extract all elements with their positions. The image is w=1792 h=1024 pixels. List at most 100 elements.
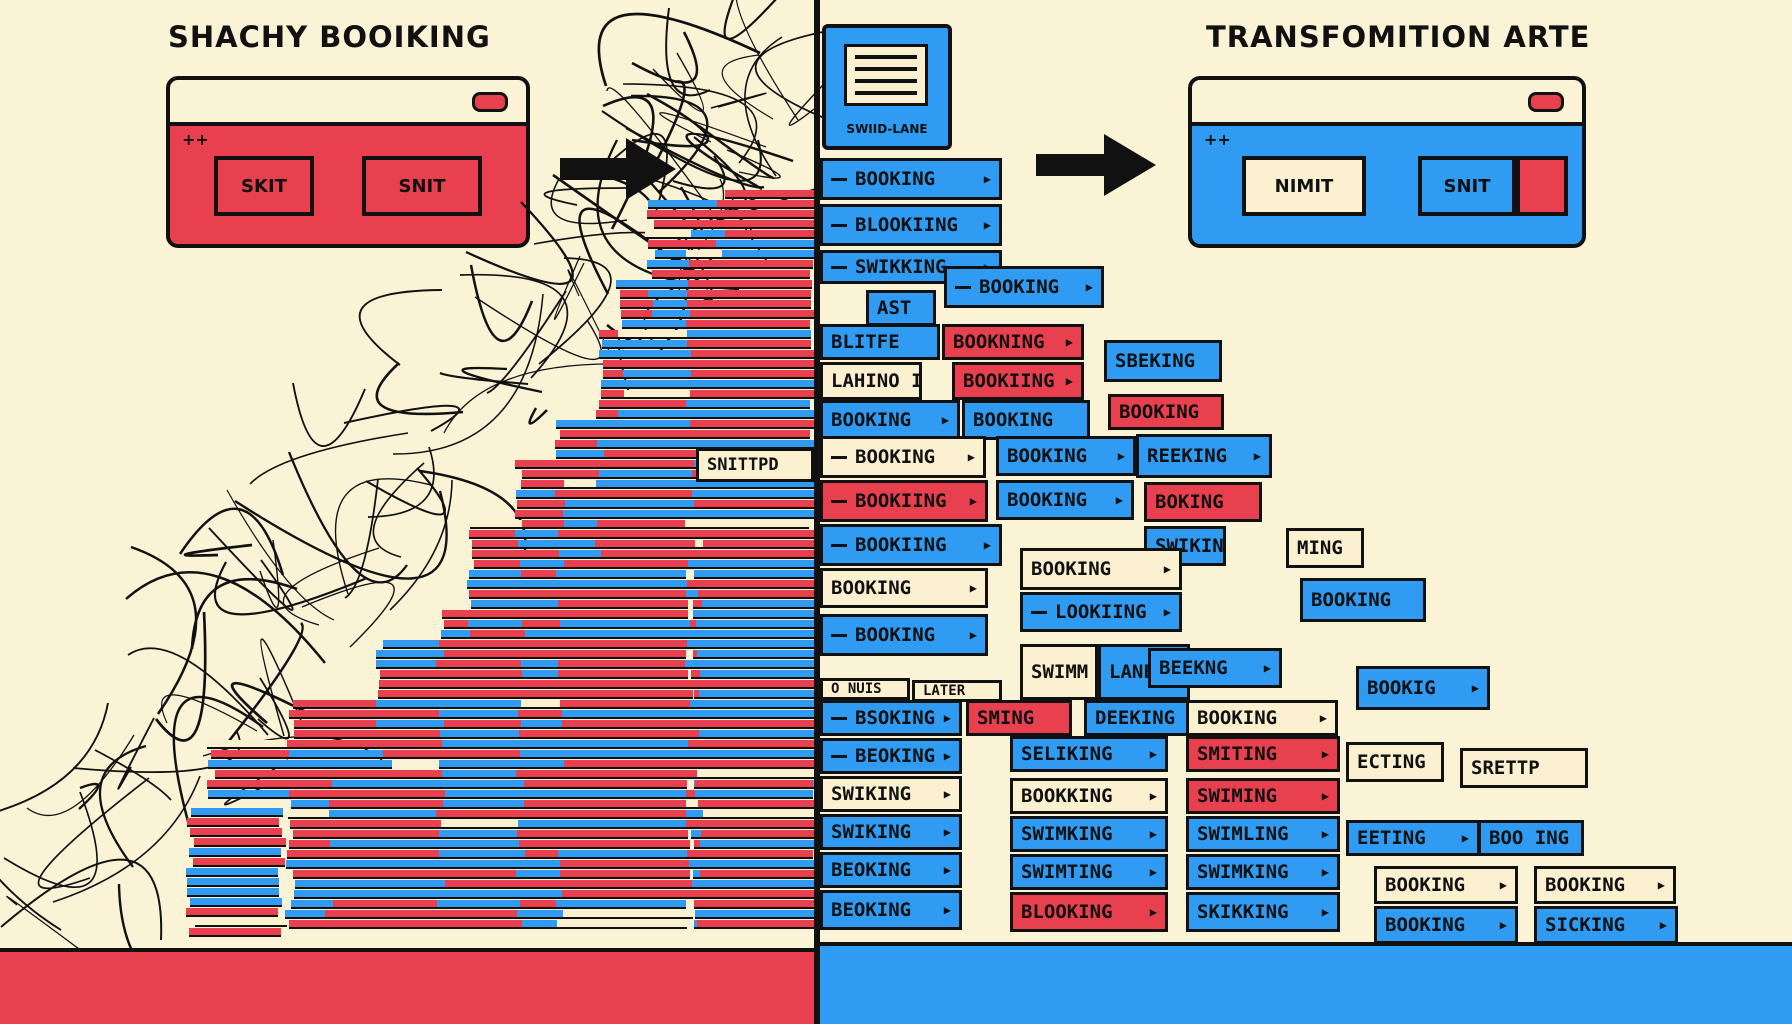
left-window-button-2[interactable]: SNIT [362, 156, 482, 216]
scribble-line [52, 775, 201, 903]
scribble-line [172, 695, 264, 826]
pile-stripe [698, 800, 816, 809]
pile-stripe [439, 830, 529, 839]
chevron-right-icon: ▶ [943, 825, 951, 839]
pile-stripe [722, 250, 820, 259]
pile-stripe [439, 640, 529, 649]
pile-stripe [187, 888, 279, 897]
pile-stripe [379, 740, 479, 749]
pile-stripe [442, 740, 532, 749]
plus-icon: ++ [182, 130, 209, 149]
scribble-line [0, 878, 62, 931]
booking-block: SWIMING▶ [1186, 778, 1340, 814]
left-window-button-1[interactable]: SKIT [214, 156, 314, 216]
pile-stripe [722, 210, 820, 219]
scribble-line [213, 561, 368, 616]
pile-stripe [186, 868, 278, 877]
booking-block: BLOOKING▶ [1010, 892, 1168, 932]
pile-stripe [562, 800, 692, 809]
pile-stripe [556, 570, 686, 579]
pile-stripe [563, 690, 693, 699]
scribble-line [654, 80, 686, 163]
scribble-line [528, 407, 548, 425]
block-label: AST [877, 297, 912, 319]
pile-stripe [289, 710, 389, 719]
chevron-right-icon: ▶ [1253, 449, 1261, 463]
scribble-line [154, 611, 207, 742]
pile-stripe [327, 870, 447, 879]
booking-block: AST [866, 290, 936, 326]
pile-stripe [380, 670, 480, 679]
pile-stripe [704, 750, 822, 759]
pile-stripe [562, 720, 692, 729]
pile-stripe [615, 350, 715, 359]
right-window-button-2[interactable]: SNIT [1418, 156, 1516, 216]
pile-stripe [443, 800, 533, 809]
pile-stripe [558, 740, 688, 749]
pile-stripe [692, 490, 816, 499]
pile-stripe [695, 780, 813, 789]
window-control-icon [472, 92, 508, 112]
block-label: BOOKING [855, 168, 936, 190]
chevron-right-icon: ▶ [1321, 747, 1329, 761]
block-label: SMITING [1197, 743, 1278, 765]
block-label: SWIMKING [1197, 861, 1289, 883]
header-card-label: SWIID-LANE [846, 122, 928, 136]
scribble-line [334, 478, 432, 595]
pile-stripe [595, 490, 705, 499]
scribble-line [178, 507, 285, 576]
pile-stripe [698, 710, 816, 719]
scribble-line [3, 791, 98, 889]
booking-block: SICKING▶ [1534, 906, 1678, 944]
block-label: BOOKKING [1021, 785, 1113, 807]
pile-stripe [376, 720, 476, 729]
chevron-right-icon: ▶ [943, 787, 951, 801]
booking-block: LATER [912, 680, 1002, 702]
chevron-right-icon: ▶ [943, 903, 951, 917]
block-label: LOOKIING [1055, 601, 1147, 623]
block-label: O NUIS [831, 681, 882, 697]
pile-stripe [445, 880, 535, 889]
booking-block: BOOKING▶ [820, 158, 1002, 200]
chevron-right-icon: ▶ [1065, 335, 1073, 349]
dash-icon [831, 754, 847, 758]
block-label: BLOOKIING [855, 214, 958, 236]
scribble-line [550, 178, 628, 225]
chevron-right-icon: ▶ [1085, 280, 1093, 294]
pile-stripe [383, 640, 483, 649]
block-label: BOOKIING [963, 370, 1055, 392]
pile-stripe [558, 850, 688, 859]
chevron-right-icon: ▶ [1117, 449, 1125, 463]
pile-stripe [379, 680, 479, 689]
pile-stripe [443, 840, 533, 849]
booking-block: BEOKING▶ [820, 890, 962, 930]
block-label: SWIMTING [1021, 861, 1113, 883]
chevron-right-icon: ▶ [1163, 605, 1171, 619]
pile-stripe [445, 750, 535, 759]
pile-stripe [690, 420, 814, 429]
booking-block: BOOKIING▶ [820, 480, 988, 522]
left-arrow-icon [560, 138, 676, 200]
scribble-line [161, 694, 258, 732]
block-label: BOOKING [1385, 914, 1466, 936]
pile-stripe [695, 790, 813, 799]
chevron-right-icon: ▶ [1149, 747, 1157, 761]
block-label: BOOKING [1007, 445, 1088, 467]
scribble-line [234, 490, 448, 580]
pile-stripe [437, 890, 527, 899]
block-label: BOOKIING [855, 534, 947, 556]
right-floor [820, 942, 1792, 1024]
right-window-button-1[interactable]: NIMIT [1242, 156, 1366, 216]
scribble-line [392, 293, 544, 455]
booking-block: BOOKING▶ [820, 436, 986, 478]
pile-stripe [444, 650, 534, 659]
pile-stripe [697, 890, 815, 899]
booking-block: BOOKING▶ [1020, 548, 1182, 590]
pile-stripe [704, 740, 822, 749]
block-label: DEEKING [1095, 707, 1176, 729]
pile-stripe [703, 540, 821, 549]
pile-stripe [189, 928, 281, 937]
block-label: LANE [1109, 661, 1155, 683]
booking-block: BOKING [1144, 482, 1262, 522]
